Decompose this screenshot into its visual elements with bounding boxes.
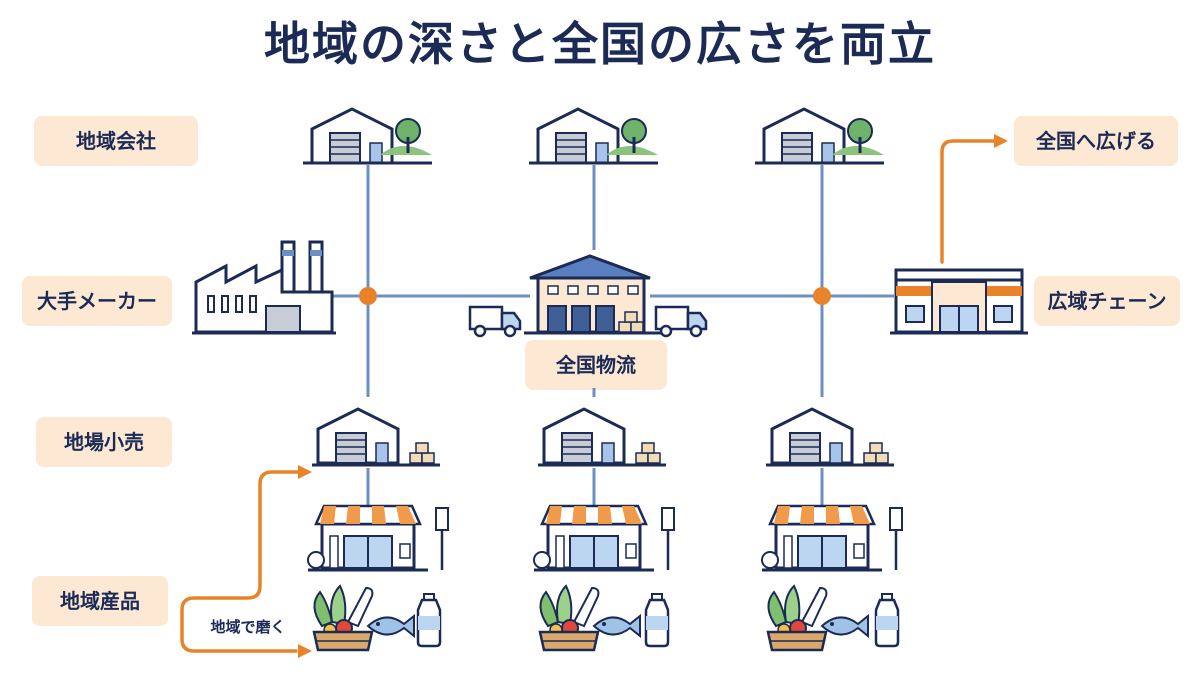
milk-bottle-icon [644, 592, 670, 648]
label-wide-area-chain: 広域チェーン [1034, 276, 1180, 326]
shop-icon [532, 504, 676, 572]
warehouse-icon [766, 407, 894, 467]
milk-bottle-icon [416, 592, 442, 648]
label-regional-products: 地域産品 [32, 576, 168, 626]
fish-icon [367, 615, 415, 637]
label-regional-company: 地域会社 [34, 116, 198, 166]
chain-store-icon [890, 268, 1028, 335]
page-title: 地域の深さと全国の広さを両立 [264, 17, 936, 71]
truck-icon [654, 305, 708, 338]
label-major-maker: 大手メーカー [22, 276, 172, 326]
vegetable-basket-icon [538, 584, 600, 652]
milk-bottle-icon [874, 592, 900, 648]
label-expand-nationwide: 全国へ広げる [1014, 116, 1178, 166]
shop-icon [306, 504, 450, 572]
label-local-retail: 地場小売 [36, 417, 172, 467]
hub-node-left [359, 287, 377, 305]
expand-arrow [940, 134, 1008, 264]
refine-arrows [180, 465, 312, 658]
refine-locally-note: 地域で磨く [210, 618, 286, 636]
vegetable-basket-icon [312, 584, 374, 652]
warehouse-icon [538, 407, 666, 467]
label-national-logistics: 全国物流 [525, 340, 667, 390]
hub-node-right [813, 287, 831, 305]
fish-icon [821, 615, 869, 637]
logistics-center-icon [524, 254, 662, 335]
warehouse-icon [312, 407, 440, 467]
fish-icon [593, 615, 641, 637]
factory-icon [192, 240, 336, 335]
truck-icon [468, 305, 522, 338]
warehouse-icon [755, 107, 886, 165]
warehouse-icon [529, 107, 660, 165]
vegetable-basket-icon [766, 584, 828, 652]
warehouse-icon [303, 107, 434, 165]
shop-icon [760, 504, 904, 572]
